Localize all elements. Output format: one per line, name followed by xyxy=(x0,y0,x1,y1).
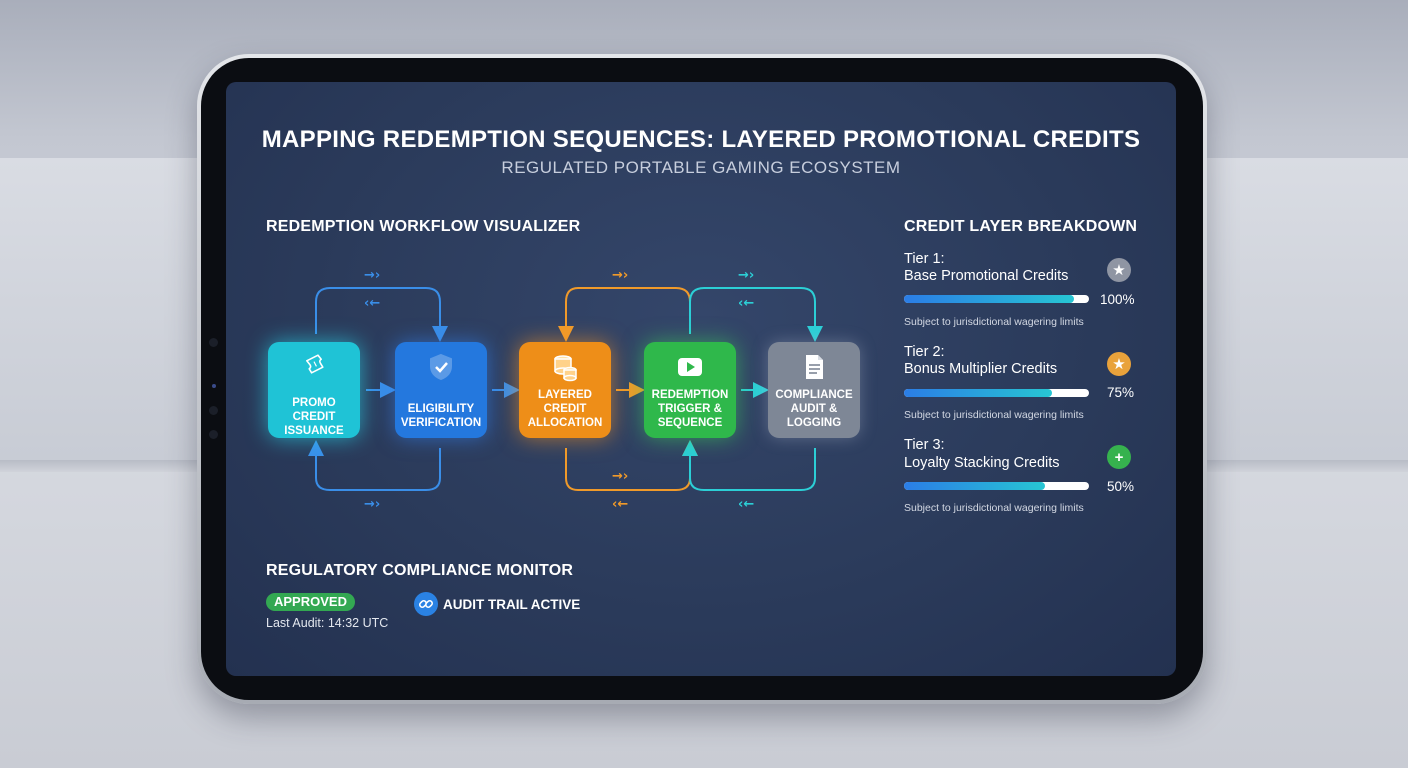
flow-direction-icon: ‹← xyxy=(738,296,754,311)
shield-check-icon xyxy=(430,353,452,381)
loop-top-blue xyxy=(315,287,448,342)
flow-direction-icon: →› xyxy=(364,497,380,512)
tier-1-progress-bar xyxy=(904,295,1089,303)
loop-bottom-blue xyxy=(308,440,441,491)
star-icon: ★ xyxy=(1107,258,1131,282)
last-audit-timestamp: Last Audit: 14:32 UTC xyxy=(266,616,389,630)
play-icon xyxy=(678,358,702,376)
tablet-screen: MAPPING REDEMPTION SEQUENCES: LAYERED PR… xyxy=(226,82,1176,676)
audit-trail-status[interactable]: AUDIT TRAIL ACTIVE xyxy=(443,597,581,612)
loop-bottom-orange xyxy=(565,440,698,491)
workflow-step-redemption-trigger[interactable]: REDEMPTION TRIGGER & SEQUENCE xyxy=(644,342,736,438)
flow-direction-icon: ‹← xyxy=(364,296,380,311)
tier-3-label: Tier 3: xyxy=(904,437,945,453)
plus-icon: + xyxy=(1107,445,1131,469)
workflow-step-promo-credit-issuance[interactable]: PROMO CREDIT ISSUANCE xyxy=(268,342,360,438)
tier-3-name: Loyalty Stacking Credits xyxy=(904,455,1060,471)
sensor-icon xyxy=(212,384,216,388)
compliance-heading: REGULATORY COMPLIANCE MONITOR xyxy=(266,562,574,579)
tier-1-label: Tier 1: xyxy=(904,251,945,267)
page-title: MAPPING REDEMPTION SEQUENCES: LAYERED PR… xyxy=(261,126,1141,153)
loop-top-teal xyxy=(689,287,823,342)
tier-1-percent: 100% xyxy=(1100,292,1135,307)
tier-2-percent: 75% xyxy=(1107,385,1135,400)
credit-layers-heading: CREDIT LAYER BREAKDOWN xyxy=(904,218,1138,235)
tier-2-note: Subject to jurisdictional wagering limit… xyxy=(904,409,1084,421)
ticket-icon xyxy=(306,354,324,374)
flow-direction-icon: →› xyxy=(738,268,754,283)
tier-2-label: Tier 2: xyxy=(904,344,945,360)
workflow-heading: REDEMPTION WORKFLOW VISUALIZER xyxy=(266,218,581,235)
camera-icon xyxy=(209,338,218,347)
tier-3-percent: 50% xyxy=(1107,479,1135,494)
flow-direction-icon: →› xyxy=(364,268,380,283)
tier-2-progress-fill xyxy=(904,389,1052,397)
link-icon xyxy=(414,592,438,616)
step-label: PROMO CREDIT ISSUANCE xyxy=(284,397,344,437)
step-label: REDEMPTION TRIGGER & SEQUENCE xyxy=(651,389,729,429)
document-icon xyxy=(806,355,823,379)
workflow-diagram: →› ‹← →› →› →› ‹← →› ‹← ‹← xyxy=(308,268,823,512)
flow-direction-icon: →› xyxy=(612,469,628,484)
tier-2-name: Bonus Multiplier Credits xyxy=(904,361,1058,377)
camera-icon xyxy=(209,430,218,439)
coin-stack-icon xyxy=(554,355,577,382)
star-icon: ★ xyxy=(1107,352,1131,376)
tier-3-progress-fill xyxy=(904,482,1045,490)
tier-3-progress-bar xyxy=(904,482,1089,490)
step-label: LAYERED CREDIT ALLOCATION xyxy=(527,389,603,429)
camera-icon xyxy=(209,406,218,415)
workflow-step-compliance-audit[interactable]: COMPLIANCE AUDIT & LOGGING xyxy=(768,342,860,438)
tier-3-note: Subject to jurisdictional wagering limit… xyxy=(904,502,1084,514)
page-subtitle: REGULATED PORTABLE GAMING ECOSYSTEM xyxy=(501,158,901,177)
loop-bottom-teal xyxy=(682,440,816,491)
status-badge: APPROVED xyxy=(266,593,355,611)
flow-direction-icon: ‹← xyxy=(738,497,754,512)
tier-1-note: Subject to jurisdictional wagering limit… xyxy=(904,316,1084,328)
tier-2-progress-bar xyxy=(904,389,1089,397)
flow-direction-icon: →› xyxy=(612,268,628,283)
tier-1-name: Base Promotional Credits xyxy=(904,268,1069,284)
step-label: ELIGIBILITY VERIFICATION xyxy=(400,403,482,429)
tier-1-progress-fill xyxy=(904,295,1075,303)
step-label: COMPLIANCE AUDIT & LOGGING xyxy=(775,389,853,429)
flow-direction-icon: ‹← xyxy=(612,497,628,512)
loop-top-orange xyxy=(558,287,691,342)
workflow-step-eligibility-verification[interactable]: ELIGIBILITY VERIFICATION xyxy=(395,342,487,438)
workflow-step-layered-credit-allocation[interactable]: LAYERED CREDIT ALLOCATION xyxy=(519,342,611,438)
